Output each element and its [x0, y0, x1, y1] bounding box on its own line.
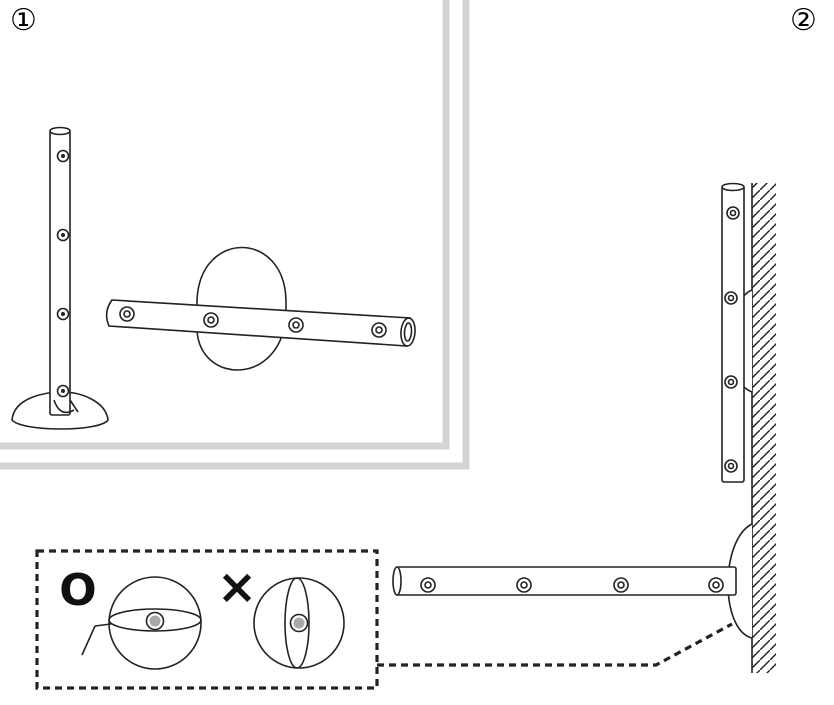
- led: [371, 322, 387, 338]
- step-1-label: ①: [10, 3, 37, 38]
- vertical-wall-bar: [721, 182, 753, 483]
- led: [56, 228, 70, 242]
- incorrect-orientation-sphere: [253, 577, 345, 669]
- step-2-label: ②: [790, 3, 817, 38]
- center-dot-icon: [293, 617, 305, 629]
- wall: [751, 183, 776, 673]
- led: [726, 206, 740, 220]
- led: [724, 291, 738, 305]
- standing-bar-leds: [56, 149, 70, 398]
- led: [56, 149, 70, 163]
- led: [56, 307, 70, 321]
- led: [420, 577, 436, 593]
- led: [203, 312, 219, 328]
- led: [516, 577, 532, 593]
- horizontal-bar-leds: [420, 577, 724, 593]
- led: [56, 384, 70, 398]
- correct-orientation-sphere: [81, 576, 202, 670]
- center-dot-icon: [149, 615, 161, 627]
- horizontal-wall-bar: [392, 523, 753, 639]
- led: [613, 577, 629, 593]
- tilted-bar-leds: [119, 306, 387, 338]
- led: [724, 459, 738, 473]
- led: [708, 577, 724, 593]
- detail-callout: O ×: [35, 549, 733, 690]
- led: [119, 306, 135, 322]
- tilted-light-bar: [105, 246, 416, 371]
- led: [288, 317, 304, 333]
- vertical-bar-leds: [724, 206, 740, 473]
- led: [724, 375, 738, 389]
- incorrect-mark-icon: ×: [217, 559, 257, 615]
- standing-light-bar: [11, 126, 109, 430]
- correct-mark-icon: O: [59, 565, 96, 616]
- panel-1-frame: [0, 0, 470, 470]
